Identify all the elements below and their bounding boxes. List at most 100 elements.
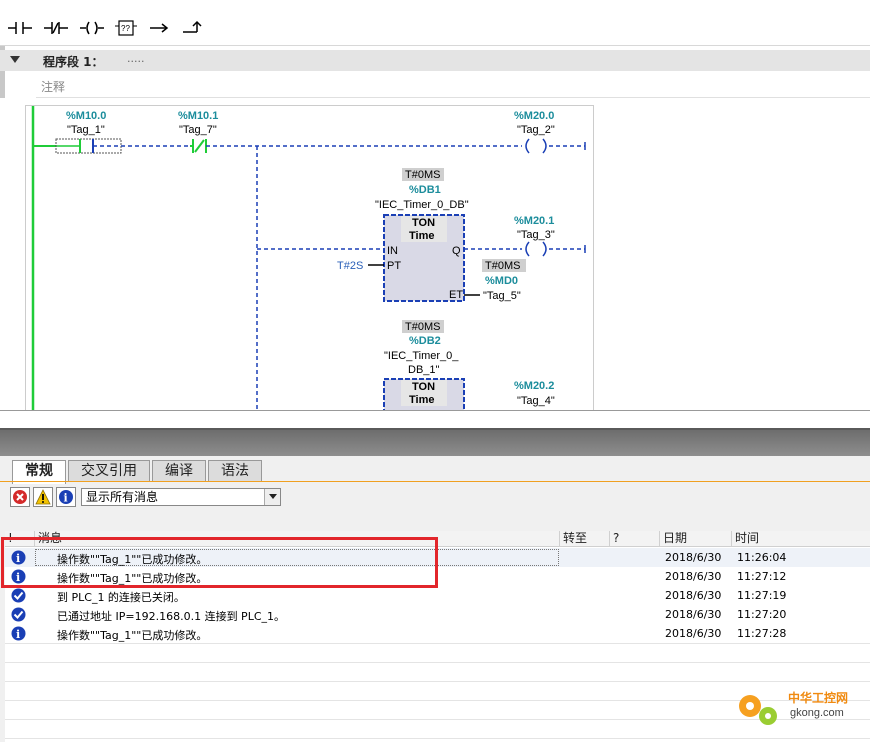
ladder-editor[interactable]: %M10.0 "Tag_1" %M10.1 "Tag_7" %M20.0 "Ta…: [0, 98, 870, 410]
timer1-pt-value[interactable]: T#2S: [337, 260, 363, 272]
svg-text:i: i: [16, 552, 20, 565]
tab-cross-reference[interactable]: 交叉引用: [68, 460, 150, 482]
timer1-et-bg: [402, 168, 444, 181]
contact2-operand: %M10.1: [178, 110, 218, 122]
svg-text:i: i: [64, 492, 68, 505]
timer1-et-value: T#0MS: [405, 169, 440, 181]
coil-icon[interactable]: [78, 14, 106, 42]
timer1-q-pin: Q: [452, 245, 461, 257]
svg-text:??: ??: [121, 24, 130, 33]
close-branch-icon[interactable]: [178, 14, 206, 42]
empty-box-icon[interactable]: ??: [112, 14, 140, 42]
message-row[interactable]: i 操作数""Tag_1""已成功修改。 2018/6/30 11:27:12: [5, 567, 870, 586]
error-icon: [13, 490, 27, 504]
coil-tag-2[interactable]: [525, 138, 547, 154]
row-divider: [5, 643, 870, 644]
contact2-tag: "Tag_7": [179, 124, 217, 136]
contact-tag-7[interactable]: [190, 139, 207, 153]
row-divider: [5, 681, 870, 682]
network-title-placeholder[interactable]: .....: [127, 52, 145, 65]
message-date: 2018/6/30: [665, 608, 722, 621]
message-text: 已通过地址 IP=192.168.0.1 连接到 PLC_1。: [57, 610, 286, 623]
timer1-et-out-bg: [482, 259, 526, 272]
message-date: 2018/6/30: [665, 551, 722, 564]
timer1-type: TON: [412, 217, 435, 229]
timer1-in-pin: IN: [387, 245, 398, 257]
info-icon: i: [11, 569, 26, 584]
watermark-url: gkong.com: [790, 707, 844, 719]
no-contact-icon[interactable]: [6, 14, 34, 42]
timer1-et-out-tag[interactable]: "Tag_5": [483, 290, 521, 302]
message-text: 操作数""Tag_1""已成功修改。: [57, 629, 208, 642]
timer2-subtype: Time: [409, 394, 434, 406]
message-date: 2018/6/30: [665, 627, 722, 640]
col-help[interactable]: ?: [610, 531, 660, 547]
watermark-logo: 中华工控网 gkong.com: [732, 682, 867, 732]
timer1-et-pin: ET: [449, 289, 463, 301]
panel-splitter-bar[interactable]: [0, 430, 870, 456]
inspector-tabs: 常规 交叉引用 编译 语法: [12, 460, 264, 484]
contact1-tag: "Tag_1": [67, 124, 105, 136]
tab-syntax[interactable]: 语法: [208, 460, 262, 482]
timer2-db-name-1: "IEC_Timer_0_: [384, 350, 459, 362]
timer2-et-value: T#0MS: [405, 321, 440, 333]
coil2-operand: %M20.1: [514, 215, 554, 227]
coil2-tag: "Tag_3": [517, 229, 555, 241]
row-divider: [5, 700, 870, 701]
message-time: 11:27:19: [737, 589, 787, 602]
ladder-toolbar: ??: [0, 0, 870, 46]
tab-general[interactable]: 常规: [12, 460, 66, 484]
col-time[interactable]: 时间: [735, 531, 760, 545]
info-icon: i: [11, 550, 26, 565]
message-date: 2018/6/30: [665, 589, 722, 602]
message-filter-select[interactable]: 显示所有消息: [81, 488, 281, 506]
tab-underline: [0, 481, 870, 482]
chevron-down-icon[interactable]: [264, 489, 280, 505]
tab-compile[interactable]: 编译: [152, 460, 206, 482]
timer1-subtype: Time: [409, 230, 434, 242]
message-text: 操作数""Tag_1""已成功修改。: [57, 553, 208, 566]
timer1-et-out-addr: %MD0: [485, 275, 518, 287]
ton-timer-2[interactable]: [383, 378, 465, 410]
message-row[interactable]: 到 PLC_1 的连接已关闭。 2018/6/30 11:27:19: [5, 586, 870, 605]
filter-warnings-button[interactable]: [33, 487, 53, 507]
message-time: 11:27:28: [737, 627, 787, 640]
ladder-diagram: %M10.0 "Tag_1" %M10.1 "Tag_7" %M20.0 "Ta…: [31, 106, 586, 410]
message-date: 2018/6/30: [665, 570, 722, 583]
inspector-window: 常规 交叉引用 编译 语法 i 显示所有消息 ! 消息 转至 ? 日期 时间: [0, 456, 870, 742]
timer1-db: %DB1: [409, 184, 441, 196]
row-divider: [5, 662, 870, 663]
message-text: 到 PLC_1 的连接已关闭。: [57, 591, 185, 604]
open-branch-icon[interactable]: [145, 14, 173, 42]
contact1-operand: %M10.0: [66, 110, 106, 122]
coil1-operand: %M20.0: [514, 110, 554, 122]
ton-timer-1[interactable]: [383, 214, 465, 302]
nc-contact-icon[interactable]: [42, 14, 70, 42]
coil-tag-3[interactable]: [525, 241, 547, 257]
warning-icon: [35, 489, 51, 505]
coil3-operand: %M20.2: [514, 380, 554, 392]
col-goto[interactable]: 转至: [560, 531, 610, 547]
col-date[interactable]: 日期: [660, 531, 732, 547]
network-header[interactable]: 程序段 1： .....: [0, 50, 870, 71]
info-icon: i: [59, 490, 73, 505]
collapse-triangle-icon[interactable]: [10, 56, 20, 63]
network-frame: [25, 105, 594, 410]
network-comment[interactable]: 注释: [36, 74, 870, 98]
coil1-tag: "Tag_2": [517, 124, 555, 136]
network-title: 程序段 1：: [43, 55, 104, 69]
row-divider: [5, 719, 870, 720]
annotation-highlight-box: [1, 537, 438, 588]
filter-errors-button[interactable]: [10, 487, 30, 507]
timer2-et-bg: [402, 320, 444, 333]
timer1-et-out-value: T#0MS: [485, 260, 520, 272]
checkmark-icon: [11, 607, 26, 622]
message-row[interactable]: 已通过地址 IP=192.168.0.1 连接到 PLC_1。 2018/6/3…: [5, 605, 870, 624]
svg-text:i: i: [16, 571, 20, 584]
message-row[interactable]: i 操作数""Tag_1""已成功修改。 2018/6/30 11:27:28: [5, 624, 870, 643]
message-text: 操作数""Tag_1""已成功修改。: [57, 572, 208, 585]
panel-splitter-top: [0, 410, 870, 428]
filter-info-button[interactable]: i: [56, 487, 76, 507]
message-time: 11:26:04: [737, 551, 787, 564]
selection-focus: [35, 549, 559, 566]
